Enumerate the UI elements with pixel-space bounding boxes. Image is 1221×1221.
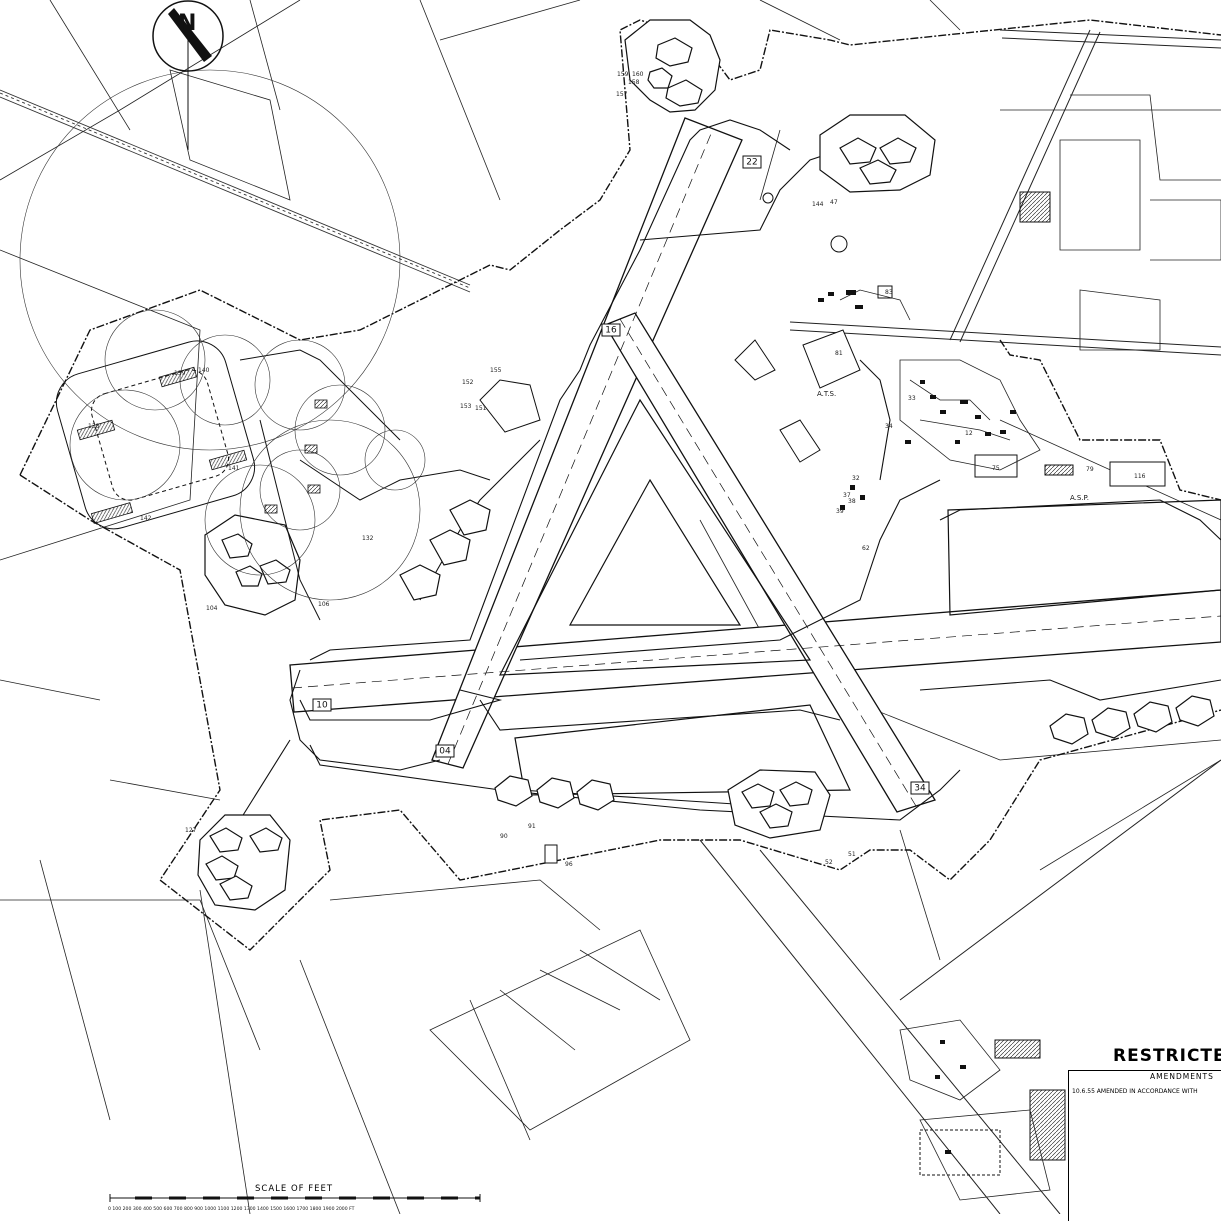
range-circles: [19, 69, 426, 601]
svg-text:152: 152: [462, 379, 474, 386]
svg-text:104: 104: [206, 605, 218, 612]
taxiways: [209, 119, 1221, 901]
railway: [0, 89, 471, 293]
runway-centerlines: [291, 128, 1221, 807]
svg-text:142: 142: [140, 515, 152, 522]
restricted-stamp: RESTRICTED: [1113, 1046, 1221, 1066]
camp-site: [839, 289, 1051, 1201]
airfield-boundary: [19, 19, 1221, 951]
svg-text:132: 132: [362, 535, 374, 542]
infield-triangles: [498, 398, 1221, 796]
bomb-store-buildings: [76, 366, 328, 524]
svg-text:127: 127: [185, 827, 197, 834]
svg-text:106: 106: [318, 601, 330, 608]
svg-text:159: 159: [617, 71, 629, 78]
svg-text:34: 34: [885, 423, 893, 430]
scale-title: SCALE OF FEET: [255, 1184, 334, 1194]
runway-label-34: 34: [910, 781, 930, 795]
amendment-entry: 10.6.55 AMENDED IN ACCORDANCE WITH: [1072, 1088, 1198, 1095]
svg-text:34: 34: [914, 784, 926, 794]
svg-text:139: 139: [174, 370, 186, 377]
runway-label-04: 04: [435, 744, 455, 758]
svg-text:12: 12: [965, 430, 973, 437]
svg-text:151: 151: [475, 405, 487, 412]
north-arrow-label: N: [178, 11, 196, 36]
area-label-asp: A.S.P.: [1070, 494, 1089, 502]
svg-text:140: 140: [198, 367, 210, 374]
svg-text:153: 153: [460, 403, 472, 410]
small-buildings: [818, 290, 1016, 1154]
svg-text:96: 96: [565, 861, 573, 868]
svg-text:04: 04: [439, 747, 451, 757]
runway-label-22: 22: [742, 155, 762, 169]
runway-label-16: 16: [601, 323, 621, 337]
svg-text:81: 81: [835, 350, 843, 357]
building-numbers: 159 160 158 157 144 47 155 151 152 153 1…: [88, 71, 1146, 868]
runways: [289, 117, 1221, 813]
svg-text:83: 83: [885, 289, 893, 296]
scale-bar-ticks: 0 100 200 300 400 500 600 700 800 900 10…: [108, 1206, 355, 1212]
svg-text:157: 157: [616, 91, 628, 98]
svg-text:22: 22: [746, 158, 757, 168]
svg-text:39: 39: [836, 508, 844, 515]
svg-text:33: 33: [908, 395, 916, 402]
svg-text:116: 116: [1134, 473, 1146, 480]
svg-text:160: 160: [632, 71, 644, 78]
svg-text:16: 16: [605, 326, 617, 336]
svg-text:79: 79: [1086, 466, 1094, 473]
svg-text:158: 158: [628, 79, 640, 86]
svg-text:62: 62: [862, 545, 870, 552]
svg-text:51: 51: [848, 851, 856, 858]
svg-text:38: 38: [848, 498, 856, 505]
area-label-ats: A.T.S.: [817, 390, 836, 398]
svg-text:52: 52: [825, 859, 833, 866]
svg-text:75: 75: [992, 465, 1000, 472]
amendments-panel: [1068, 1070, 1221, 1221]
svg-text:90: 90: [500, 833, 508, 840]
dispersal-hardstands: [197, 19, 1215, 911]
svg-text:138: 138: [88, 423, 100, 430]
svg-text:10: 10: [316, 701, 328, 711]
amendments-title: AMENDMENTS: [1150, 1072, 1214, 1081]
scale-bar: [109, 1194, 481, 1202]
svg-text:144: 144: [812, 201, 824, 208]
svg-text:37: 37: [843, 492, 851, 499]
roads: [699, 29, 1221, 1214]
svg-text:91: 91: [528, 823, 536, 830]
svg-text:32: 32: [852, 475, 860, 482]
svg-text:155: 155: [490, 367, 502, 374]
svg-text:141: 141: [228, 465, 240, 472]
north-arrow-icon: [152, 0, 224, 150]
runway-label-10: 10: [312, 698, 332, 712]
svg-text:47: 47: [830, 199, 838, 206]
